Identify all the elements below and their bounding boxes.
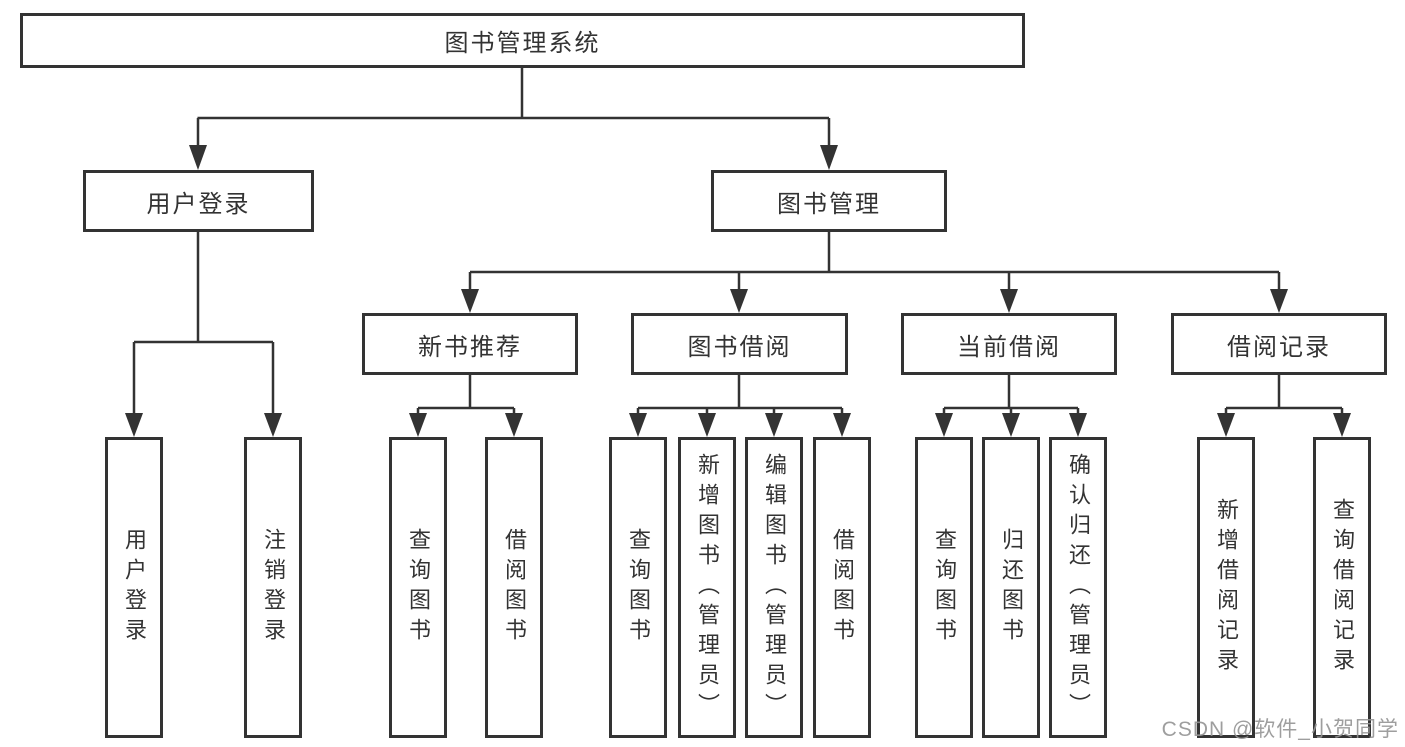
node-current-borrow: 当前借阅 (901, 313, 1117, 375)
leaf-borrow-borrow-books: 借阅图书 (813, 437, 871, 738)
leaf-newbook-borrow-books: 借阅图书 (485, 437, 543, 738)
edge-new-book-split (416, 375, 516, 418)
edge-current-borrow-split (942, 375, 1080, 418)
leaf-borrow-query-books: 查询图书 (609, 437, 667, 738)
leaf-records-query-record: 查询借阅记录 (1313, 437, 1371, 738)
leaf-current-query-books: 查询图书 (915, 437, 973, 738)
node-borrow-records: 借阅记录 (1171, 313, 1387, 375)
leaf-records-add-record: 新增借阅记录 (1197, 437, 1255, 738)
edge-user-login-split (132, 232, 275, 418)
node-book-management: 图书管理 (711, 170, 947, 232)
leaf-newbook-query-books: 查询图书 (389, 437, 447, 738)
edge-book-borrow-split (636, 375, 844, 418)
node-new-book-recommend: 新书推荐 (362, 313, 578, 375)
leaf-borrow-add-books-admin: 新增图书（管理员） (678, 437, 736, 738)
node-book-borrow: 图书借阅 (631, 313, 848, 375)
edge-book-management-split (468, 232, 1281, 295)
csdn-watermark: CSDN @软件_小贺同学 (1161, 718, 1399, 741)
leaf-current-confirm-return-admin: 确认归还（管理员） (1049, 437, 1107, 738)
leaf-user-login: 用户登录 (105, 437, 163, 738)
edge-borrow-records-split (1224, 375, 1344, 418)
leaf-logout: 注销登录 (244, 437, 302, 738)
edge-root-split (196, 68, 831, 150)
leaf-borrow-edit-books-admin: 编辑图书（管理员） (745, 437, 803, 738)
leaf-current-return-books: 归还图书 (982, 437, 1040, 738)
node-user-login: 用户登录 (83, 170, 314, 232)
node-root-system: 图书管理系统 (20, 13, 1025, 68)
